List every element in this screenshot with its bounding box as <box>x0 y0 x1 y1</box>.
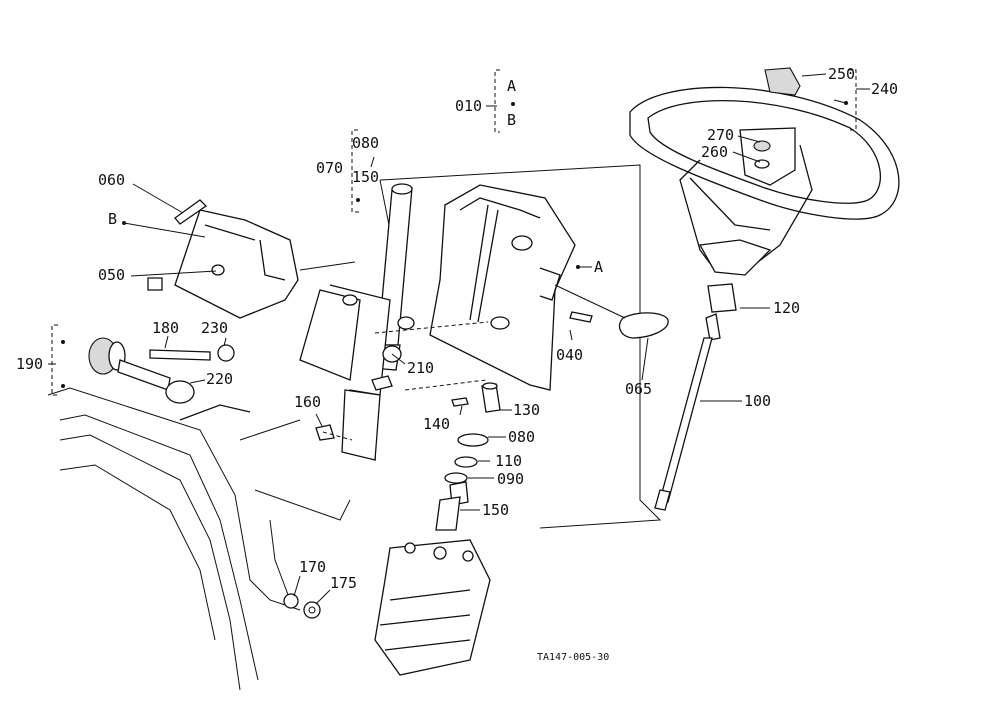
callout-065: 065 <box>625 380 653 398</box>
callout-A-top: A <box>507 77 517 95</box>
callout-270: 270 <box>707 126 735 144</box>
callout-130: 130 <box>513 401 541 419</box>
leader-lines <box>48 73 870 605</box>
callout-B-top: B <box>507 111 517 129</box>
callout-B-left: B <box>108 210 118 228</box>
callout-070: 070 <box>316 159 344 177</box>
callout-060: 060 <box>98 171 126 189</box>
callout-180: 180 <box>152 319 180 337</box>
callout-190: 190 <box>16 355 44 373</box>
callout-210: 210 <box>407 359 435 377</box>
callout-080-upper: 080 <box>352 134 380 152</box>
steering-shaft <box>654 283 737 511</box>
steering-unit <box>374 539 491 676</box>
callout-110: 110 <box>495 452 523 470</box>
callout-250: 250 <box>828 65 856 83</box>
panel-frame <box>379 164 662 529</box>
lever-knob-assembly <box>88 337 251 421</box>
callout-010: 010 <box>455 97 483 115</box>
callout-A-right: A <box>594 258 604 276</box>
callout-230: 230 <box>201 319 229 337</box>
callout-220: 220 <box>206 370 234 388</box>
callout-175: 175 <box>330 574 358 592</box>
left-cover <box>147 199 299 319</box>
callout-040: 040 <box>556 346 584 364</box>
callout-260: 260 <box>701 143 729 161</box>
callout-120: 120 <box>773 299 801 317</box>
group-brackets <box>51 69 857 396</box>
steering-wheel <box>629 67 900 276</box>
callout-150-lower: 150 <box>482 501 510 519</box>
drawing-code: TA147-005-30 <box>537 652 610 663</box>
callout-140: 140 <box>423 415 451 433</box>
callout-080-lower: 080 <box>508 428 536 446</box>
dash-frame <box>47 387 351 691</box>
callout-170: 170 <box>299 558 327 576</box>
callout-160: 160 <box>294 393 322 411</box>
callout-090: 090 <box>497 470 525 488</box>
callout-100: 100 <box>744 392 772 410</box>
callout-240: 240 <box>871 80 899 98</box>
callout-150-upper: 150 <box>352 168 380 186</box>
column-tube <box>299 183 415 461</box>
column-cover <box>429 184 669 391</box>
callout-050: 050 <box>98 266 126 284</box>
